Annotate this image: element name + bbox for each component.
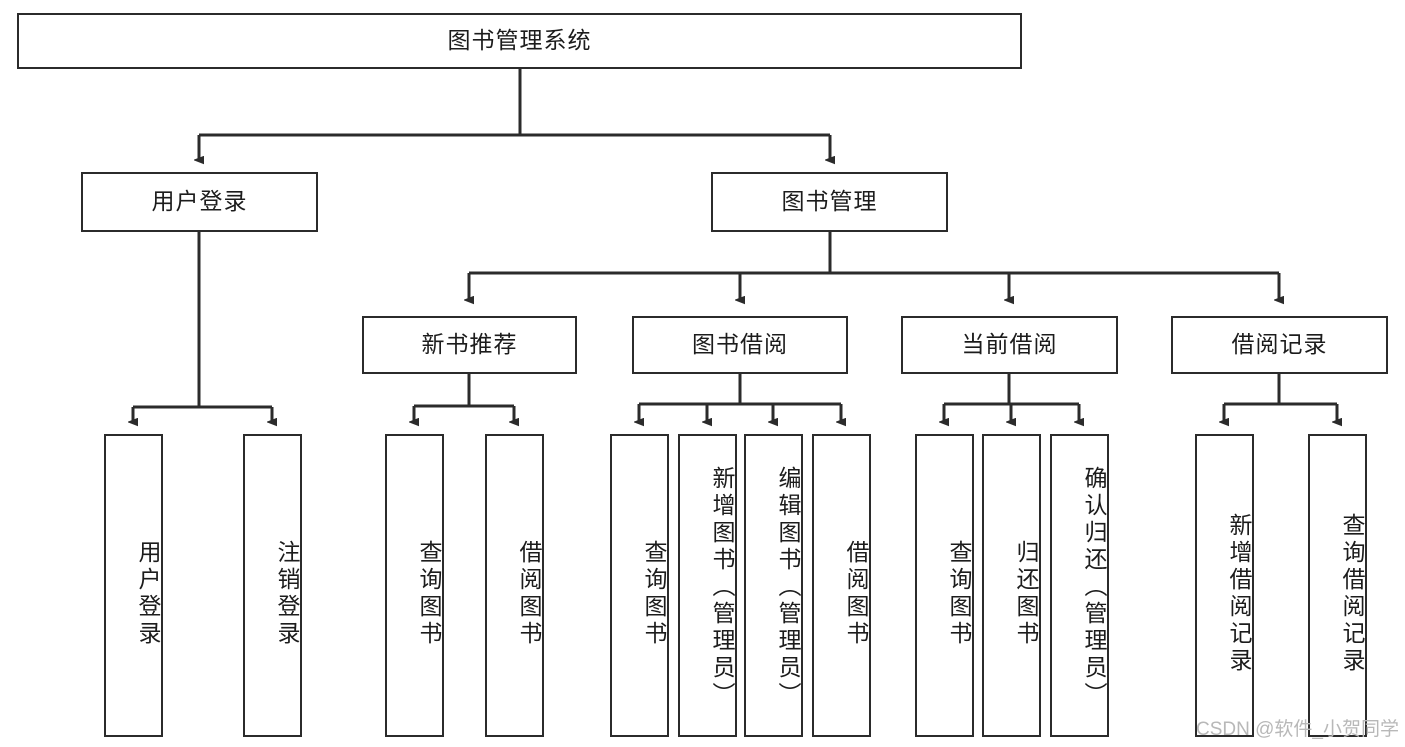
node-label: 新增图书（管理员） — [709, 466, 735, 709]
node-leaf-query-book-current[interactable]: 查询图书 — [915, 434, 974, 737]
node-label: 用户登录 — [135, 539, 161, 648]
node-label: 编辑图书（管理员） — [775, 466, 801, 709]
node-leaf-return-book[interactable]: 归还图书 — [982, 434, 1041, 737]
node-label: 借阅图书 — [516, 539, 542, 648]
node-current-borrow[interactable]: 当前借阅 — [901, 316, 1118, 374]
node-borrow-record[interactable]: 借阅记录 — [1171, 316, 1388, 374]
node-label: 新书推荐 — [421, 331, 518, 358]
node-label: 图书借阅 — [692, 331, 788, 358]
node-label: 当前借阅 — [961, 331, 1058, 358]
node-leaf-query-book-borrow[interactable]: 查询图书 — [610, 434, 669, 737]
node-leaf-add-book-admin[interactable]: 新增图书（管理员） — [678, 434, 737, 737]
node-label: 查询借阅记录 — [1339, 512, 1365, 675]
node-label: 确认归还（管理员） — [1081, 466, 1107, 709]
node-label: 新增借阅记录 — [1226, 512, 1252, 675]
node-label: 借阅图书 — [843, 539, 869, 648]
node-book-borrow[interactable]: 图书借阅 — [632, 316, 848, 374]
node-label: 归还图书 — [1013, 539, 1039, 648]
node-label: 查询图书 — [416, 539, 442, 648]
node-label: 用户登录 — [151, 188, 248, 215]
node-leaf-query-borrow-record[interactable]: 查询借阅记录 — [1308, 434, 1367, 737]
node-leaf-user-login[interactable]: 用户登录 — [104, 434, 163, 737]
node-label: 查询图书 — [946, 539, 972, 648]
node-leaf-borrow-book-recommend[interactable]: 借阅图书 — [485, 434, 544, 737]
node-label: 借阅记录 — [1231, 331, 1328, 358]
node-leaf-query-book-recommend[interactable]: 查询图书 — [385, 434, 444, 737]
node-leaf-edit-book-admin[interactable]: 编辑图书（管理员） — [744, 434, 803, 737]
node-label: 查询图书 — [641, 539, 667, 648]
node-label: 图书管理 — [781, 188, 878, 215]
node-new-book-recommend[interactable]: 新书推荐 — [362, 316, 577, 374]
csdn-watermark: CSDN @软件_小贺同学 — [1196, 719, 1399, 740]
node-user-login[interactable]: 用户登录 — [81, 172, 318, 232]
node-book-management-system[interactable]: 图书管理系统 — [17, 13, 1022, 69]
node-label: 图书管理系统 — [447, 27, 592, 54]
node-book-management[interactable]: 图书管理 — [711, 172, 948, 232]
node-leaf-borrow-book[interactable]: 借阅图书 — [812, 434, 871, 737]
node-leaf-add-borrow-record[interactable]: 新增借阅记录 — [1195, 434, 1254, 737]
node-leaf-confirm-return-admin[interactable]: 确认归还（管理员） — [1050, 434, 1109, 737]
node-label: 注销登录 — [274, 539, 300, 648]
node-leaf-logout[interactable]: 注销登录 — [243, 434, 302, 737]
